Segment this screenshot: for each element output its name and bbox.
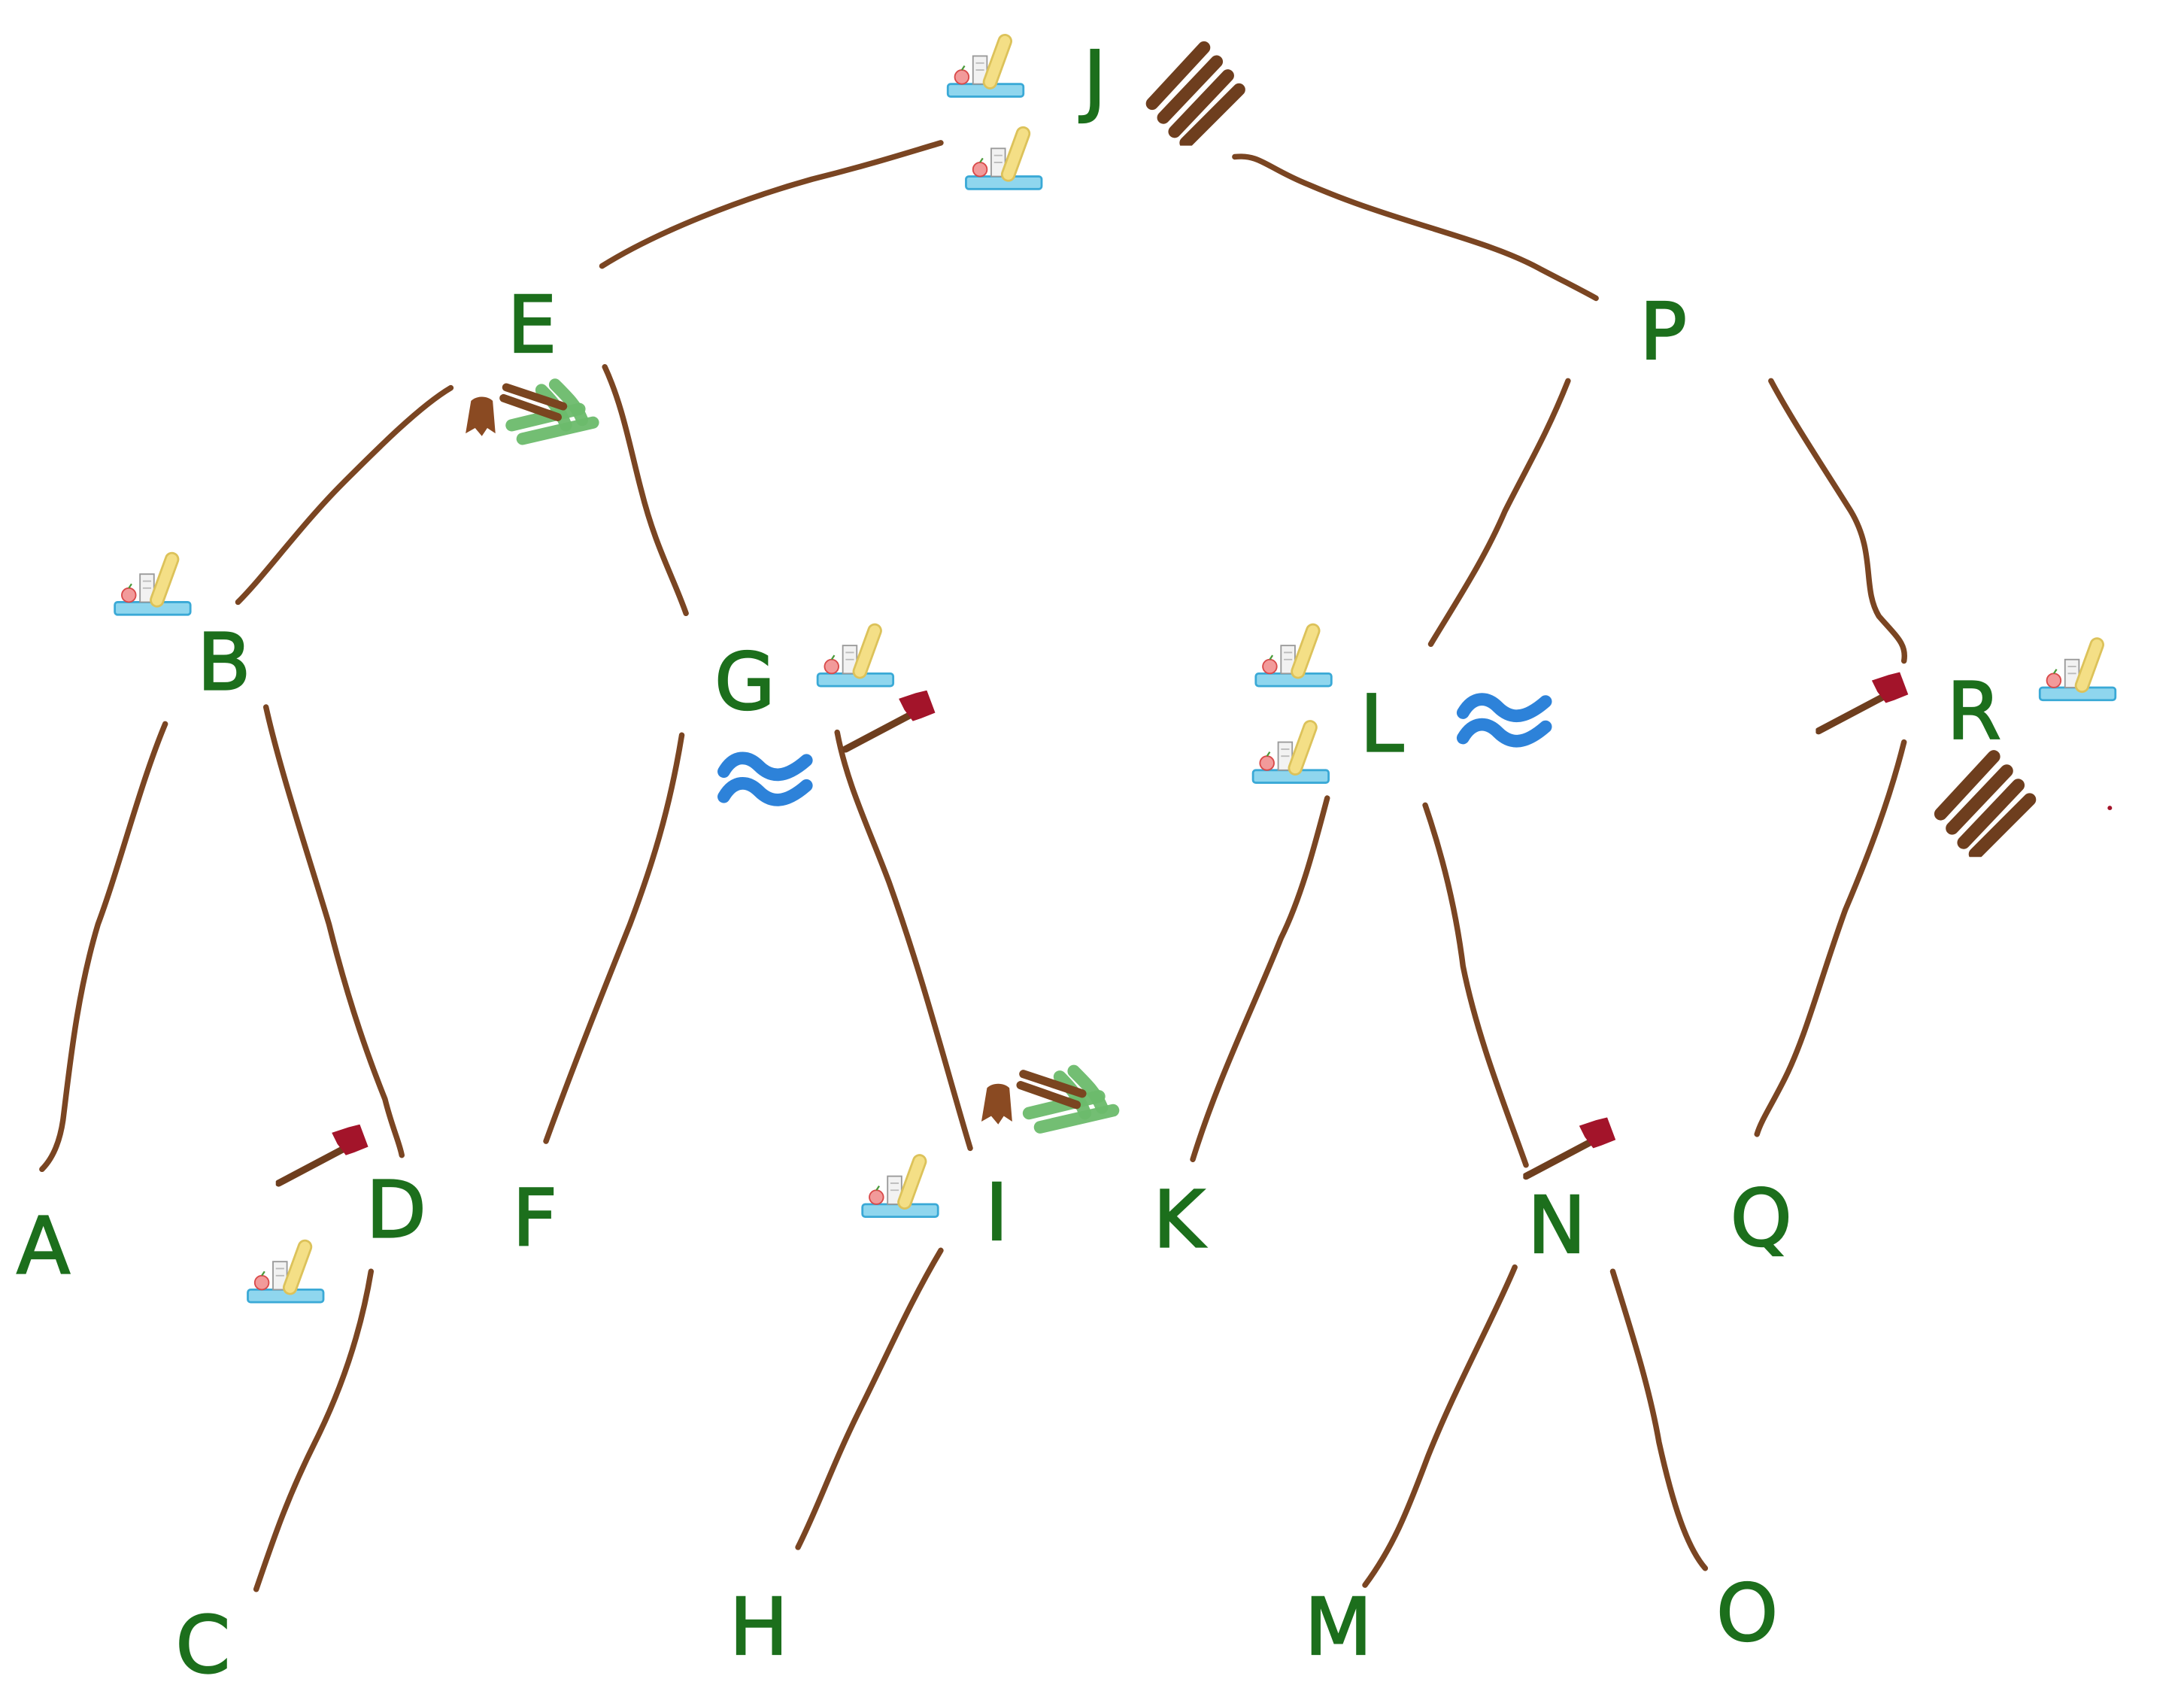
node-label: O (1716, 1567, 1778, 1659)
edge-r-q (1754, 739, 1907, 1137)
axe-icon (1526, 1117, 1615, 1176)
ink-dot (2107, 806, 2113, 811)
edge-n-m (1362, 1264, 1518, 1588)
food-basket-icon (946, 32, 1025, 98)
edge-g-f (543, 732, 685, 1144)
edge-e-g (602, 363, 689, 617)
food-basket-icon (1254, 621, 1333, 688)
edge-i-h (795, 1247, 944, 1550)
edges (39, 140, 1908, 1592)
node-label: G (714, 636, 775, 728)
node-label: J (1078, 34, 1106, 126)
node-label: L (1360, 678, 1403, 770)
water-icon (1463, 700, 1545, 742)
edge-e-b (235, 384, 454, 606)
edge-d-c (253, 1268, 375, 1592)
food-basket-icon (965, 124, 1043, 190)
food-basket-icon (1251, 718, 1330, 784)
edge-j-p (1232, 153, 1599, 302)
node-label: C (176, 1599, 231, 1688)
edge-p-r (1768, 378, 1908, 664)
stump-and-logs-icon (981, 1071, 1113, 1127)
axe-icon (1818, 672, 1908, 731)
lumber-pile-icon (1941, 757, 2030, 855)
edge-n-o (1609, 1268, 1709, 1571)
edge-b-d (262, 704, 405, 1158)
food-basket-icon (114, 550, 192, 616)
edge-b-a (39, 721, 168, 1173)
node-label: H (730, 1581, 788, 1673)
axe-icon (278, 1125, 368, 1183)
edge-l-k (1190, 795, 1330, 1163)
icons (114, 32, 2117, 1304)
node-label: Q (1731, 1172, 1792, 1264)
node-label: K (1153, 1173, 1206, 1265)
edge-p-l (1427, 378, 1571, 647)
node-label: I (985, 1167, 1009, 1258)
food-basket-icon (861, 1152, 939, 1219)
node-label: A (17, 1201, 70, 1292)
nodes: J E P B G L R A D F I K N Q C H M O (16, 33, 2002, 1688)
node-label: R (1947, 666, 2001, 757)
axe-icon (845, 691, 935, 749)
food-basket-icon (2038, 635, 2117, 702)
food-basket-icon (247, 1237, 325, 1304)
node-label: M (1305, 1581, 1373, 1673)
water-icon (723, 758, 806, 800)
node-label: D (366, 1164, 426, 1255)
node-label: N (1527, 1179, 1586, 1271)
food-basket-icon (816, 621, 895, 688)
edge-l-n (1422, 802, 1529, 1168)
edge-j-e (599, 140, 944, 269)
stump-and-logs-icon (466, 384, 593, 439)
node-label: F (512, 1172, 557, 1264)
edge-g-i (834, 729, 973, 1152)
lumber-pile-icon (1152, 47, 1239, 143)
node-label: E (507, 279, 557, 371)
node-label: P (1640, 286, 1687, 378)
node-label: B (197, 616, 251, 708)
